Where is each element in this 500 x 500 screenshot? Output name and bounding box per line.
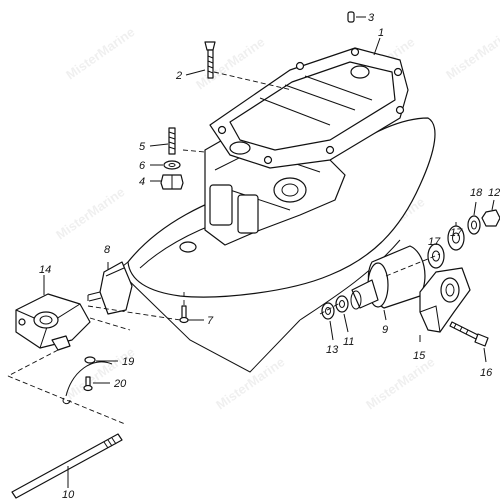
washer-part-18 [467, 215, 481, 235]
callout-3: 3 [368, 12, 375, 24]
assembly-line [213, 71, 293, 91]
watermark: MisterMarine [53, 184, 127, 242]
callout-7: 7 [207, 315, 214, 327]
callout-17a: 17 [428, 236, 441, 248]
leader-2 [185, 69, 206, 76]
pin-part-3 [347, 11, 355, 23]
nut-part-12 [481, 209, 500, 227]
callout-17b: 17 [450, 227, 463, 239]
washer-part-17a [427, 243, 445, 269]
assembly-line [87, 305, 181, 331]
leader-11 [343, 313, 349, 333]
leader-13 [329, 320, 334, 341]
washer-part-6 [163, 160, 181, 170]
callout-4: 4 [139, 176, 145, 188]
callout-13: 13 [326, 344, 339, 356]
bolt-part-16 [449, 321, 489, 347]
bracket-part-14 [15, 293, 91, 351]
component-part-8 [87, 261, 133, 315]
screw-part-7 [179, 305, 189, 324]
bolt-part-2 [204, 41, 216, 79]
callout-10: 10 [62, 489, 75, 500]
cover-part-15 [419, 267, 471, 333]
assembly-line [319, 253, 441, 315]
leader-12 [491, 199, 495, 211]
callout-8: 8 [104, 244, 111, 256]
washer-part-11 [335, 295, 349, 313]
callout-15: 15 [413, 350, 426, 362]
screw-part-20 [83, 376, 93, 392]
washer-part-13 [321, 302, 335, 320]
callout-12: 12 [488, 187, 500, 199]
watermark: MisterMarine [63, 24, 137, 82]
watermark: MisterMarine [63, 344, 137, 402]
assembly-line [7, 349, 59, 377]
callout-9: 9 [382, 324, 388, 336]
callout-19: 19 [122, 356, 134, 368]
assembly-line [182, 149, 206, 153]
watermark: MisterMarine [363, 354, 437, 412]
leader-5 [149, 143, 169, 147]
callout-2: 2 [175, 70, 182, 82]
mount-cushion-part-9 [350, 245, 426, 310]
engine-holder-housing [117, 47, 436, 373]
leader-16 [483, 347, 487, 363]
leader-1 [373, 37, 381, 56]
callout-1: 1 [378, 27, 384, 39]
callout-16: 16 [480, 367, 493, 379]
leader-9 [383, 309, 387, 321]
callout-5: 5 [139, 141, 146, 153]
callout-14: 14 [39, 264, 51, 276]
watermark: MisterMarine [443, 24, 500, 82]
watermark: MisterMarine [193, 34, 267, 92]
callout-20: 20 [113, 378, 127, 390]
callout-11: 11 [343, 336, 354, 348]
assembly-line [7, 375, 126, 425]
watermark: MisterMarine [213, 354, 287, 412]
nut-part-4 [160, 174, 184, 190]
callout-18: 18 [470, 187, 483, 199]
callout-6: 6 [139, 160, 146, 172]
leader-18 [473, 201, 477, 216]
stud-part-5 [168, 127, 176, 155]
rod-part-10 [11, 433, 123, 499]
